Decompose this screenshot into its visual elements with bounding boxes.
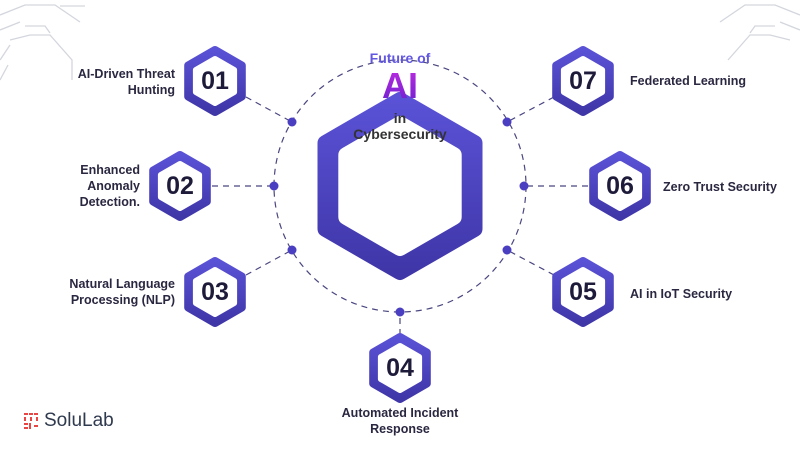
item-label-07: Federated Learning xyxy=(630,74,746,88)
connector-dot-2 xyxy=(269,181,279,191)
item-label-05: AI in IoT Security xyxy=(630,287,733,301)
item-hexagon-inner-2 xyxy=(157,161,203,211)
connector-dot-3 xyxy=(287,245,297,255)
item-hexagon-inner-1 xyxy=(192,56,238,106)
title-line-4: Cybersecurity xyxy=(353,126,447,142)
solulab-logo-icon xyxy=(24,413,38,429)
solulab-logo: SoluLab xyxy=(24,410,114,432)
title-ai: AI xyxy=(320,66,480,106)
item-number-04: 04 xyxy=(386,354,414,382)
item-number-02: 02 xyxy=(166,172,194,200)
connector-dot-6 xyxy=(519,181,529,191)
center-hexagon-inner xyxy=(338,116,462,256)
connector-dot-4 xyxy=(395,307,405,317)
item-hexagon-inner-3 xyxy=(192,267,238,317)
item-hexagon-inner-7 xyxy=(560,56,606,106)
item-label-03: Natural Language Processing (NLP) xyxy=(69,277,175,307)
item-label-06: Zero Trust Security xyxy=(663,180,777,194)
item-number-07: 07 xyxy=(569,67,597,95)
connector-dot-5 xyxy=(502,245,512,255)
item-number-03: 03 xyxy=(201,278,229,306)
item-label-01: AI-Driven Threat Hunting xyxy=(77,67,175,97)
connector-dot-1 xyxy=(287,117,297,127)
item-hexagon-inner-6 xyxy=(597,161,643,211)
title-line-1: Future of xyxy=(369,50,431,66)
connector-dot-7 xyxy=(502,117,512,127)
circuit-decoration xyxy=(0,4,800,81)
item-number-06: 06 xyxy=(606,172,634,200)
item-hexagon-inner-5 xyxy=(560,267,606,317)
item-hexagon-inner-4 xyxy=(377,343,423,393)
item-label-04: Automated Incident Response xyxy=(341,406,459,436)
item-label-02: Enhanced Anomaly Detection. xyxy=(79,163,140,209)
title-line-3: in xyxy=(393,110,407,126)
item-number-05: 05 xyxy=(569,278,597,306)
item-number-01: 01 xyxy=(201,67,229,95)
brand-name: SoluLab xyxy=(44,410,114,431)
